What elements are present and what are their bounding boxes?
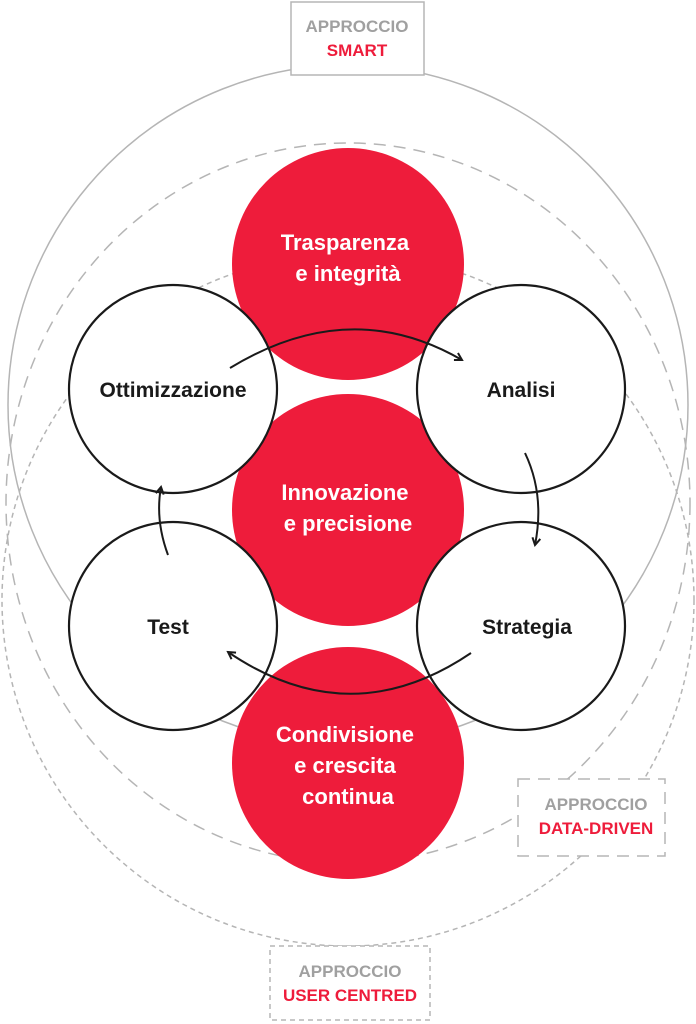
svg-text:Innovazione e precisione: Innovazione e precisione xyxy=(281,480,414,536)
arrow-test-to-ottimizzazione xyxy=(159,487,169,556)
process-circle-strategia xyxy=(415,520,627,732)
process-circle-ottimizzazione xyxy=(67,283,279,495)
svg-text:Trasparenza e integrità: Trasparenza e integrità xyxy=(281,230,416,286)
process-label-test: Test xyxy=(147,616,189,639)
value-circle-bottom xyxy=(232,647,464,879)
tag-smart-box xyxy=(290,1,425,76)
value-center-line1: Innovazione xyxy=(281,480,408,505)
process-label-analisi: Analisi xyxy=(487,379,556,402)
tag-data-driven-line2: DATA-DRIVEN xyxy=(539,819,654,838)
value-bottom-line1: Condivisione xyxy=(276,722,414,747)
value-bottom-line3: continua xyxy=(302,784,394,809)
arrow-ottimizzazione-to-analisi xyxy=(229,328,462,369)
value-top-line1: Trasparenza xyxy=(281,230,410,255)
process-circle-test xyxy=(67,520,279,732)
value-bottom-line2: e crescita xyxy=(294,753,396,778)
arrow-analisi-to-strategia xyxy=(524,452,538,545)
process-circle-analisi xyxy=(415,283,627,495)
tag-user-centred-line1: APPROCCIO xyxy=(299,962,402,981)
value-circle-center xyxy=(232,394,464,626)
tag-user-centred-box xyxy=(269,945,431,1021)
tag-smart-line1: APPROCCIO xyxy=(306,17,409,36)
tag-user-centred-line2: USER CENTRED xyxy=(283,986,417,1005)
svg-text:Condivisione e crescita: Condivisione e crescita continua xyxy=(276,722,420,809)
tag-data-driven-box xyxy=(517,778,666,857)
tag-data-driven: APPROCCIO DATA-DRIVEN xyxy=(517,778,666,857)
tag-data-driven-line1: APPROCCIO xyxy=(545,795,648,814)
value-circle-top xyxy=(232,148,464,380)
value-center-line2: e precisione xyxy=(284,511,412,536)
process-label-ottimizzazione: Ottimizzazione xyxy=(99,379,246,402)
tag-user-centred: APPROCCIO USER CENTRED xyxy=(269,945,431,1021)
tag-smart-line2: SMART xyxy=(327,41,388,60)
tag-smart: APPROCCIO SMART xyxy=(290,1,425,76)
arrow-strategia-to-test xyxy=(228,652,472,695)
process-label-strategia: Strategia xyxy=(482,616,572,639)
value-top-line2: e integrità xyxy=(295,261,401,286)
